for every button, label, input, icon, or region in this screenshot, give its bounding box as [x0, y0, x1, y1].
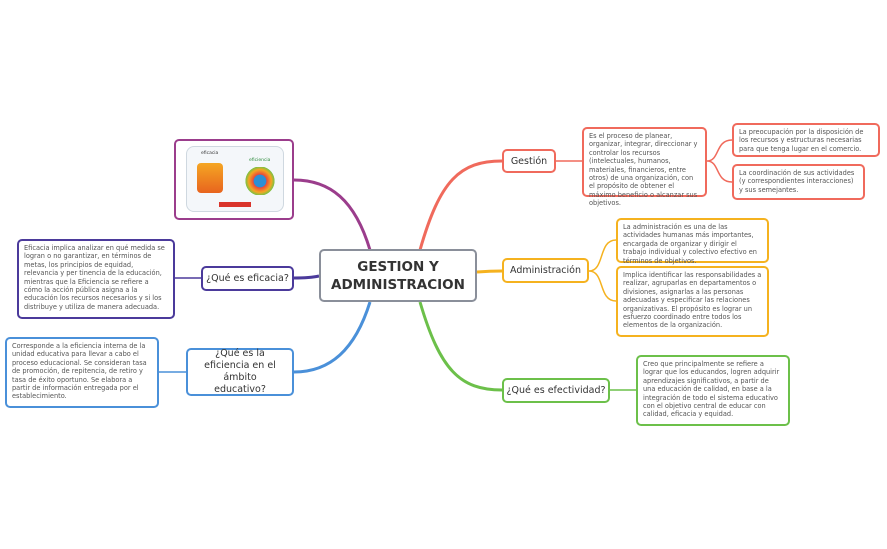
topic-efectividad[interactable]: ¿Qué es efectividad? [502, 378, 610, 403]
efectividad-description[interactable]: Creo que principalmente se refiere a log… [636, 355, 790, 426]
gestion-detail[interactable]: La coordinación de sus actividades (y co… [732, 164, 865, 200]
administracion-detail[interactable]: La administración es una de las activida… [616, 218, 769, 265]
administracion-label: Administración [509, 265, 581, 276]
image-label-right: eficiencia [249, 158, 271, 163]
connector-administracion [476, 269, 503, 274]
eficacia-eficiencia-image: eficacia eficiencia [186, 146, 284, 212]
topic-eficacia[interactable]: ¿Qué es eficacia? [201, 266, 294, 291]
gestion-detail[interactable]: La preocupación por la disposición de lo… [732, 123, 880, 157]
gestion-label: Gestión [510, 155, 548, 167]
topic-gestion[interactable]: Gestión [502, 149, 556, 173]
topic-administracion[interactable]: Administración [502, 258, 589, 283]
connector-efectividad [418, 301, 503, 392]
image-node[interactable]: eficacia eficiencia [174, 139, 294, 220]
topic-eficiencia[interactable]: ¿Qué es la eficiencia en el ámbito educa… [186, 348, 294, 396]
connector-eficacia [293, 274, 320, 280]
central-title: GESTION Y ADMINISTRACION [331, 258, 465, 293]
central-topic[interactable]: GESTION Y ADMINISTRACION [319, 249, 477, 302]
bottles-icon [197, 163, 223, 193]
logo-icon [219, 202, 251, 207]
eficacia-description[interactable]: Eficacia implica analizar en qué medida … [17, 239, 175, 319]
eficiencia-description[interactable]: Corresponde a la eficiencia interna de l… [5, 337, 159, 408]
eficiencia-label: ¿Qué es la eficiencia en el ámbito educa… [204, 348, 276, 395]
efectividad-label: ¿Qué es efectividad? [506, 385, 606, 396]
connector-eficiencia [293, 301, 372, 374]
image-label-left: eficacia [201, 151, 219, 156]
connector-gestion [418, 159, 503, 251]
gestion-description[interactable]: Es el proceso de planear, organizar, int… [582, 127, 707, 207]
gears-icon [245, 167, 275, 195]
connector-image [293, 178, 372, 251]
eficacia-label: ¿Qué es eficacia? [206, 273, 289, 284]
administracion-detail[interactable]: Implica identificar las responsabilidade… [616, 266, 769, 337]
